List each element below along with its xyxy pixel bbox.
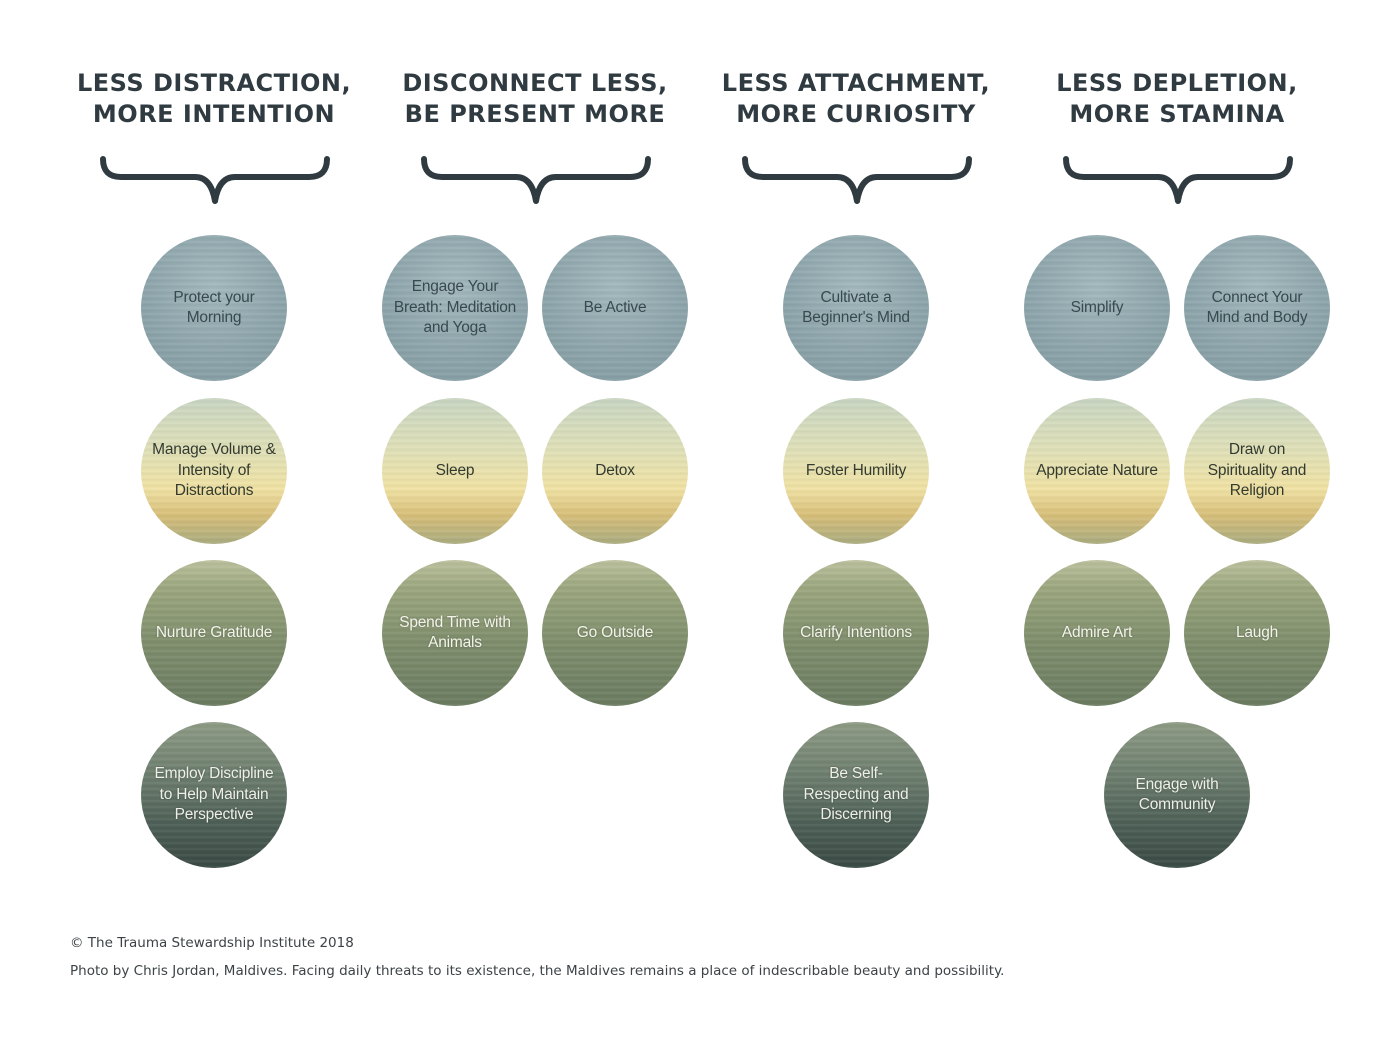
circle-item: Laugh bbox=[1184, 560, 1330, 706]
circle-item: Be Active bbox=[542, 235, 688, 381]
circle-item: Employ Discipline to Help Maintain Persp… bbox=[141, 722, 287, 868]
circle-item: Draw on Spirituality and Religion bbox=[1184, 398, 1330, 544]
circle-item: Spend Time with Animals bbox=[382, 560, 528, 706]
photo-credit-text: Photo by Chris Jordan, Maldives. Facing … bbox=[70, 963, 1005, 979]
circle-item: Clarify Intentions bbox=[783, 560, 929, 706]
circle-item: Detox bbox=[542, 398, 688, 544]
circle-item: Foster Humility bbox=[783, 398, 929, 544]
column-less-distraction: LESS DISTRACTION, MORE INTENTION Protect… bbox=[54, 0, 374, 900]
circle-item: Admire Art bbox=[1024, 560, 1170, 706]
column-heading: LESS ATTACHMENT, MORE CURIOSITY bbox=[721, 69, 991, 128]
circle-item: Appreciate Nature bbox=[1024, 398, 1170, 544]
column-disconnect-less: DISCONNECT LESS, BE PRESENT MORE Engage … bbox=[375, 0, 695, 900]
column-heading: LESS DISTRACTION, MORE INTENTION bbox=[76, 69, 352, 128]
circle-item: Engage Your Breath: Meditation and Yoga bbox=[382, 235, 528, 381]
circle-item: Be Self-Respecting and Discerning bbox=[783, 722, 929, 868]
circle-item: Engage with Community bbox=[1104, 722, 1250, 868]
circle-item: Go Outside bbox=[542, 560, 688, 706]
copyright-text: © The Trauma Stewardship Institute 2018 bbox=[70, 935, 354, 951]
circle-item: Protect your Morning bbox=[141, 235, 287, 381]
curly-brace-icon bbox=[421, 156, 651, 204]
circle-item: Simplify bbox=[1024, 235, 1170, 381]
circle-item: Sleep bbox=[382, 398, 528, 544]
circle-item: Cultivate a Beginner's Mind bbox=[783, 235, 929, 381]
curly-brace-icon bbox=[1063, 156, 1293, 204]
circle-item: Manage Volume & Intensity of Distraction… bbox=[141, 398, 287, 544]
circle-item: Nurture Gratitude bbox=[141, 560, 287, 706]
column-less-attachment: LESS ATTACHMENT, MORE CURIOSITY Cultivat… bbox=[696, 0, 1016, 900]
curly-brace-icon bbox=[100, 156, 330, 204]
circle-item: Connect Your Mind and Body bbox=[1184, 235, 1330, 381]
column-less-depletion: LESS DEPLETION, MORE STAMINA Simplify Co… bbox=[1017, 0, 1337, 900]
curly-brace-icon bbox=[742, 156, 972, 204]
column-heading: DISCONNECT LESS, BE PRESENT MORE bbox=[402, 69, 668, 128]
column-heading: LESS DEPLETION, MORE STAMINA bbox=[1056, 69, 1298, 128]
